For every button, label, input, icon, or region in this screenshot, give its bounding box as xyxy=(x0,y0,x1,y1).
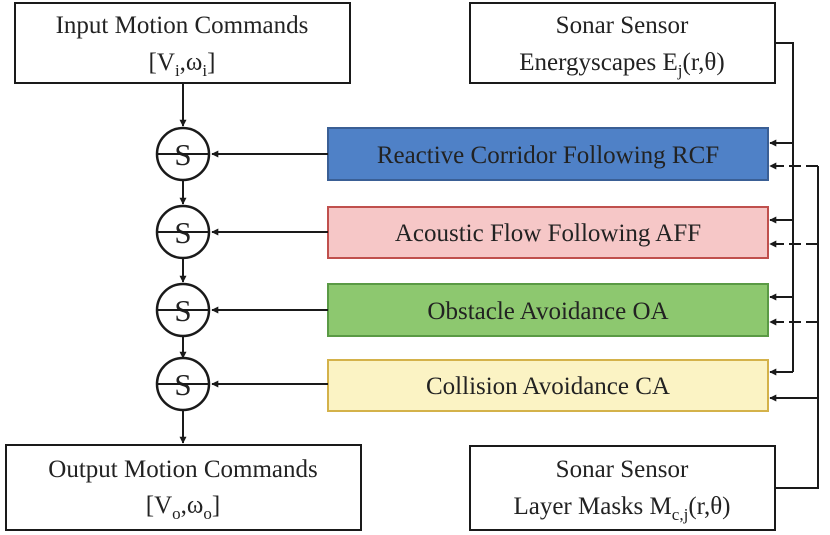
suppressor-node: S xyxy=(155,126,211,182)
sonar-layer-masks-box: Sonar Sensor Layer Masks Mc,j(r,θ) xyxy=(469,445,776,531)
mask-box-line1: Sonar Sensor xyxy=(556,456,689,483)
energy-box-line1: Sonar Sensor xyxy=(556,12,689,39)
sonar-energyscapes-box: Sonar Sensor Energyscapes Ej(r,θ) xyxy=(469,2,776,84)
behavior-ca-box: Collision Avoidance CA xyxy=(327,359,769,412)
output-box-line2: [Vo,ωo] xyxy=(146,492,220,523)
behavior-oa-box: Obstacle Avoidance OA xyxy=(327,283,769,337)
mask-box-line2: Layer Masks Mc,j(r,θ) xyxy=(513,493,730,524)
suppressor-node: S xyxy=(155,282,211,338)
behavior-to-suppressor-arrows xyxy=(211,150,328,388)
behavior-oa-label: Obstacle Avoidance OA xyxy=(427,298,668,325)
behavior-aff-label: Acoustic Flow Following AFF xyxy=(395,220,701,247)
input-box-line2: [Vi,ωi] xyxy=(149,49,216,80)
suppressor-node: S xyxy=(155,356,211,412)
energyscapes-bus xyxy=(769,42,794,376)
output-motion-commands-box: Output Motion Commands [Vo,ωo] xyxy=(5,444,362,531)
input-motion-commands-box: Input Motion Commands [Vi,ωi] xyxy=(14,2,351,84)
suppressor-node: S xyxy=(155,204,211,260)
layer-masks-bus xyxy=(769,162,819,489)
behavior-rcf-box: Reactive Corridor Following RCF xyxy=(327,127,769,181)
behavior-aff-box: Acoustic Flow Following AFF xyxy=(327,206,769,259)
output-box-line1: Output Motion Commands xyxy=(48,456,317,483)
input-box-line1: Input Motion Commands xyxy=(56,12,309,39)
energy-box-line2: Energyscapes Ej(r,θ) xyxy=(519,49,724,80)
behavior-rcf-label: Reactive Corridor Following RCF xyxy=(377,142,719,169)
behavior-ca-label: Collision Avoidance CA xyxy=(426,373,670,400)
